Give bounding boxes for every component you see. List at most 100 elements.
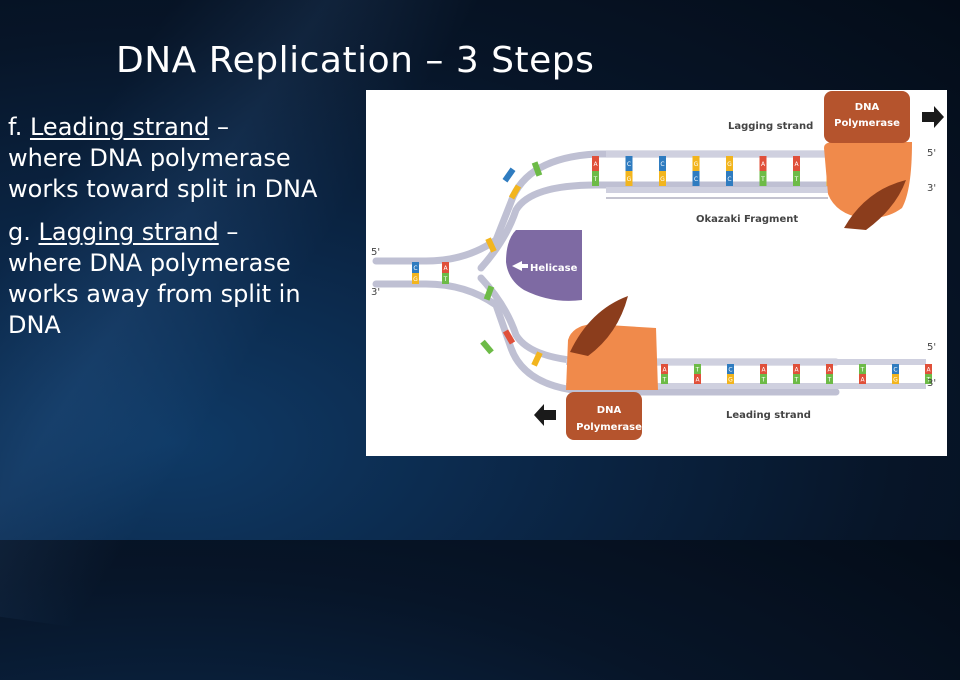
base-letter: A xyxy=(761,367,766,374)
diagram-svg: ATCGCGGCGCATATCGGCTA CGATTACGATATATTACGA… xyxy=(371,91,944,440)
base-letter: C xyxy=(727,176,731,183)
base-rung xyxy=(692,156,700,171)
bullet-text: where DNA polymerase works away from spl… xyxy=(8,249,301,339)
free-nucleotide xyxy=(480,339,494,355)
base-letter: T xyxy=(695,367,700,374)
bullet-marker: f. xyxy=(8,113,23,141)
base-rung xyxy=(659,156,666,171)
base-rung xyxy=(826,364,833,374)
base-rung xyxy=(925,364,932,374)
polymerase-bottom-body xyxy=(566,324,658,390)
base-rung xyxy=(692,171,700,186)
base-rung xyxy=(793,364,800,374)
base-rung xyxy=(442,262,449,273)
base-letter: T xyxy=(593,176,598,183)
polymerase-top-line1: DNA xyxy=(855,102,880,113)
base-rung xyxy=(826,374,833,384)
bullet-lagging-strand: g. Lagging strand – where DNA polymerase… xyxy=(8,217,358,341)
helicase-arrow-icon xyxy=(512,261,528,271)
free-nucleotide xyxy=(502,329,516,345)
base-rung xyxy=(625,171,633,186)
base-rung xyxy=(661,374,668,384)
base-rung xyxy=(727,374,734,384)
polymerase-bottom-line2: Polymerase xyxy=(576,422,642,433)
base-rung xyxy=(727,364,734,374)
base-letter: C xyxy=(728,367,732,374)
base-letter: C xyxy=(893,367,897,374)
base-letter: A xyxy=(761,161,766,168)
bullet-dash: – xyxy=(226,218,239,246)
base-rung xyxy=(592,171,599,186)
base-letter: G xyxy=(627,176,632,183)
base-letter: A xyxy=(443,265,448,272)
bottom-base-pairs: CGATTACGATATATTACGAT xyxy=(628,364,932,384)
arrow-left-icon xyxy=(534,404,556,426)
free-nucleotide xyxy=(531,161,543,177)
leading-strand-label: Leading strand xyxy=(726,410,811,421)
top-3-prime-label: 3' xyxy=(927,183,936,194)
slide-title: DNA Replication – 3 Steps xyxy=(116,40,595,81)
base-rung xyxy=(859,374,866,384)
helicase-label: Helicase xyxy=(530,263,578,274)
base-letter: A xyxy=(794,367,799,374)
base-rung xyxy=(694,364,701,374)
helicase-body xyxy=(506,230,582,301)
base-rung xyxy=(859,364,866,374)
left-3-prime-label: 3' xyxy=(371,287,380,298)
base-rung xyxy=(592,156,599,171)
base-letter: A xyxy=(827,367,832,374)
base-rung xyxy=(661,364,668,374)
polymerase-top-clamp xyxy=(844,180,906,230)
base-letter: G xyxy=(727,161,732,168)
base-rung xyxy=(925,374,932,384)
base-rung xyxy=(412,262,419,273)
base-letter: C xyxy=(627,161,631,168)
base-letter: G xyxy=(694,161,699,168)
okazaki-fragment-label: Okazaki Fragment xyxy=(696,214,798,225)
free-nucleotide xyxy=(508,184,522,200)
lagging-strand-label: Lagging strand xyxy=(728,121,813,132)
dna-polymerase-bottom: DNA Polymerase xyxy=(534,296,658,440)
base-rung xyxy=(892,374,899,384)
base-rung xyxy=(726,156,733,171)
left-5-prime-label: 5' xyxy=(371,247,380,258)
bullet-list: f. Leading strand – where DNA polymerase… xyxy=(8,112,358,353)
polymerase-top-line2: Polymerase xyxy=(834,118,900,129)
base-rung xyxy=(759,156,767,171)
base-letter: T xyxy=(827,377,832,384)
base-letter: A xyxy=(695,377,700,384)
base-letter: T xyxy=(860,367,865,374)
base-rung xyxy=(760,364,767,374)
base-letter: T xyxy=(794,377,799,384)
helicase: Helicase xyxy=(506,230,582,301)
base-letter: G xyxy=(893,377,898,384)
base-letter: A xyxy=(662,367,667,374)
dna-replication-diagram: ATCGCGGCGCATATCGGCTA CGATTACGATATATTACGA… xyxy=(366,90,947,456)
left-base-pairs: CG AT xyxy=(412,262,449,284)
base-letter: T xyxy=(443,276,448,283)
polymerase-bottom-label-box xyxy=(566,392,642,440)
base-letter: C xyxy=(694,176,698,183)
base-letter: T xyxy=(926,377,931,384)
polymerase-bottom-line1: DNA xyxy=(597,405,622,416)
upper-outer-backbone xyxy=(372,150,840,265)
base-letter: A xyxy=(926,367,931,374)
base-letter: G xyxy=(413,276,418,283)
base-letter: C xyxy=(660,161,664,168)
polymerase-top-label-box xyxy=(824,91,910,143)
base-rung xyxy=(694,374,701,384)
base-letter: T xyxy=(662,377,667,384)
polymerase-bottom-clamp xyxy=(570,296,628,356)
base-rung xyxy=(760,374,767,384)
bottom-5-prime-label: 5' xyxy=(927,342,936,353)
base-letter: C xyxy=(413,265,417,272)
base-rung xyxy=(892,364,899,374)
bullet-term: Lagging strand xyxy=(38,218,219,246)
base-rung xyxy=(726,171,733,186)
base-rung xyxy=(793,156,800,171)
base-letter: A xyxy=(593,161,598,168)
top-5-prime-label: 5' xyxy=(927,148,936,159)
bullet-term: Leading strand xyxy=(29,113,210,141)
bottom-3-prime-label: 3' xyxy=(927,378,936,389)
base-rung xyxy=(442,273,449,284)
